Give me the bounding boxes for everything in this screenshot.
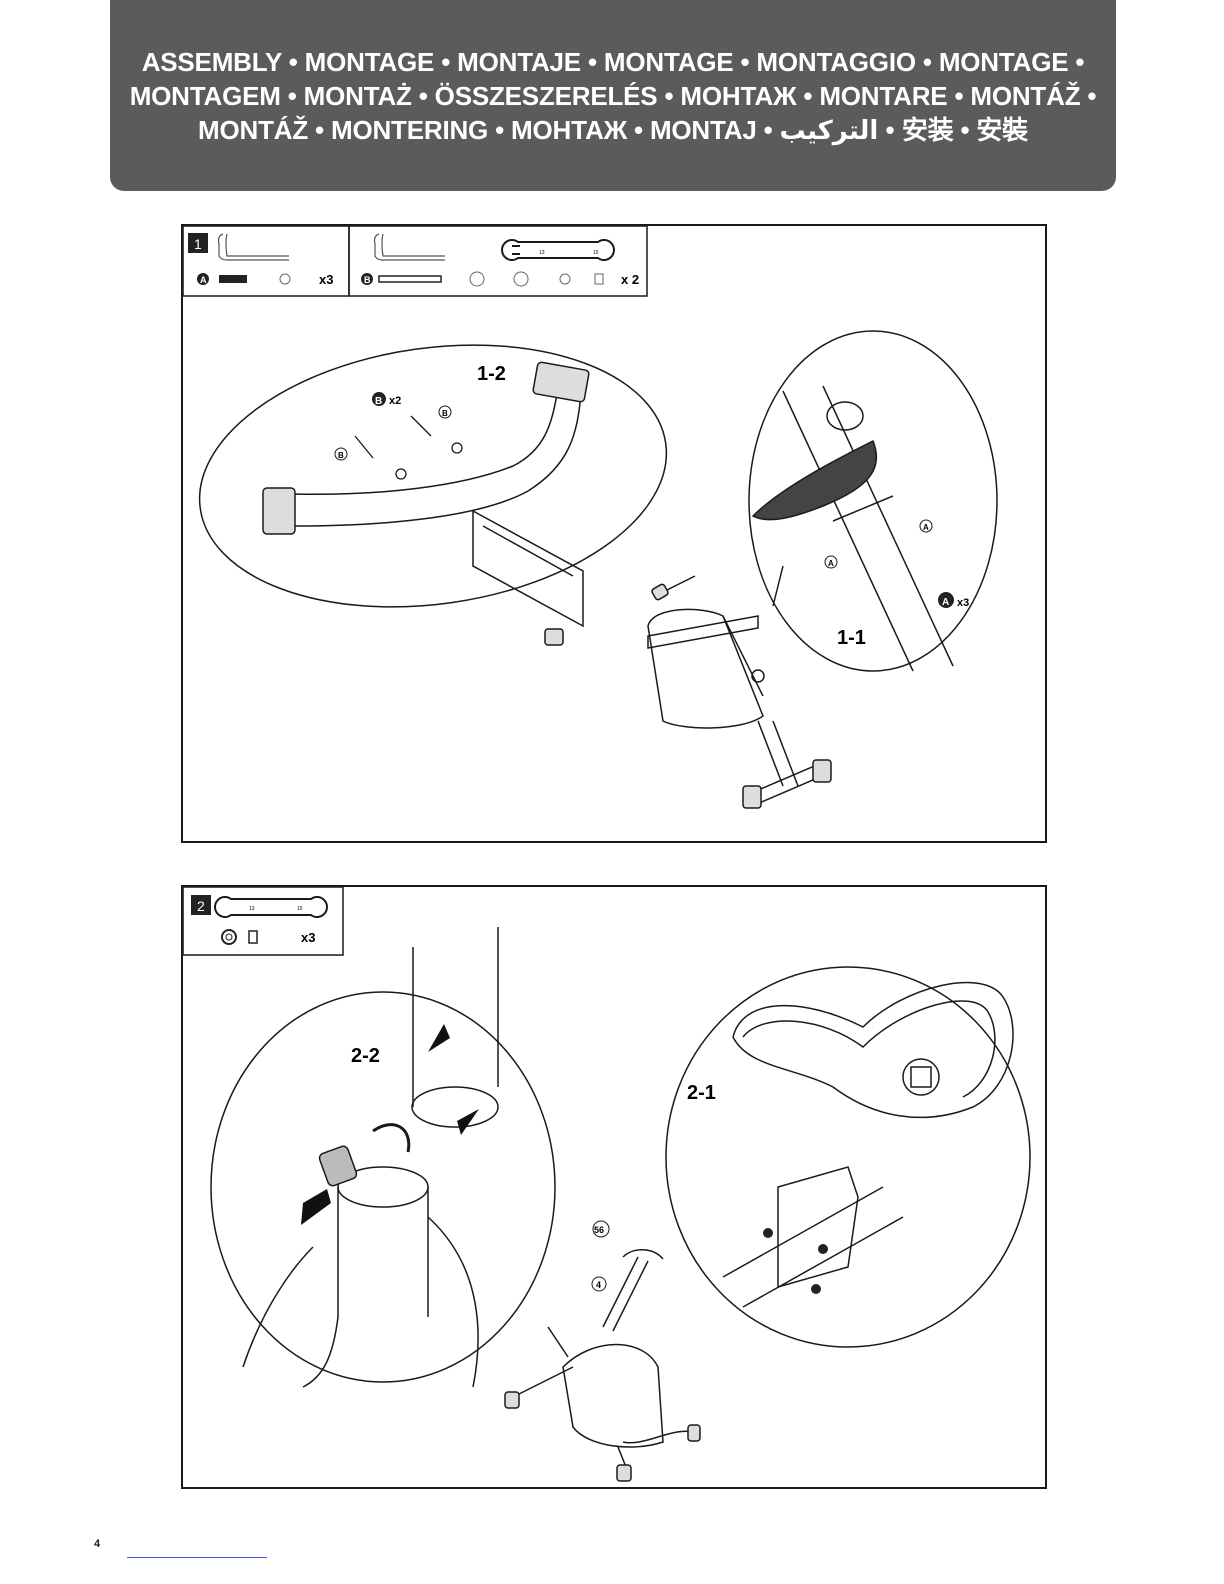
nut-icon	[595, 274, 603, 284]
allen-key-icon	[219, 234, 290, 260]
saddle-drawing	[723, 983, 1013, 1307]
parts-box-b	[349, 226, 647, 296]
detail-b-letter: B	[338, 451, 344, 460]
detail-a-letter: A	[923, 523, 929, 532]
callout-2-1-label: 2-1	[687, 1082, 716, 1104]
detail-2-1-callout	[666, 967, 1030, 1347]
detail-a-letter: A	[828, 559, 834, 568]
step-1-panel: 1 13 15 A x3 B x 2 1-2	[181, 224, 1047, 843]
washer-icon	[222, 930, 236, 944]
washer-hole-icon	[226, 934, 232, 940]
bike-frame-drawing	[545, 566, 831, 808]
seatpost-knob-drawing	[243, 927, 498, 1387]
arrow-up-icon	[428, 1024, 450, 1052]
callout-1-1-qty: x3	[957, 597, 969, 609]
page-number: 4	[94, 1538, 100, 1550]
bike-frame-drawing	[505, 1250, 700, 1481]
step-2-part-qty: x3	[301, 930, 315, 945]
detail-b-letter: B	[442, 409, 448, 418]
step-1-illustration: 1 13 15 A x3 B x 2 1-2	[183, 226, 1049, 845]
washer-icon	[470, 272, 484, 286]
callout-1-1-letter: A	[942, 597, 949, 608]
wrench-size-13: 13	[249, 906, 255, 912]
part-b-letter: B	[364, 275, 371, 285]
callout-1-2-letter: B	[375, 396, 382, 407]
detail-2-2-callout	[211, 992, 555, 1382]
part-a-letter: A	[200, 275, 207, 285]
nut-icon	[811, 1284, 821, 1294]
wrench-size-15: 15	[297, 906, 303, 912]
spring-washer-icon	[560, 274, 570, 284]
part-a-qty: x3	[319, 272, 333, 287]
washer-icon	[514, 272, 528, 286]
wrench-size-15: 15	[593, 250, 599, 256]
detail-1-2-callout	[183, 317, 684, 636]
seat-part-label: 56	[594, 1225, 604, 1235]
arrow-left-icon	[301, 1189, 331, 1225]
callout-1-2-label: 1-2	[477, 363, 506, 385]
wrench-icon	[215, 897, 327, 917]
footer-divider	[127, 1557, 267, 1558]
allen-key-icon	[375, 234, 446, 260]
nut-icon	[249, 931, 257, 943]
callout-1-1-label: 1-1	[837, 627, 866, 649]
nut-icon	[763, 1228, 773, 1238]
bolt-icon	[219, 275, 247, 283]
washer-icon	[280, 274, 290, 284]
long-bolt-icon	[379, 276, 441, 282]
assembly-header-banner: ASSEMBLY • MONTAGE • MONTAJE • MONTAGE •…	[110, 0, 1116, 191]
header-title-line-2: MONTAGEM • MONTAŻ • ÖSSZESZERELÉS • МОНТ…	[110, 79, 1116, 113]
arrow-down-icon	[457, 1109, 479, 1135]
header-title-line-3: MONTÁŽ • MONTERING • МОНТАЖ • MONTAJ • ا…	[110, 113, 1116, 147]
step-2-panel: 2 13 15 x3 2-2 2-1	[181, 885, 1047, 1489]
handlebar-drawing	[263, 362, 589, 626]
callout-2-2-label: 2-2	[351, 1045, 380, 1067]
step-1-number: 1	[194, 236, 202, 252]
callout-1-2-qty: x2	[389, 395, 401, 407]
step-2-illustration: 2 13 15 x3 2-2 2-1	[183, 887, 1049, 1491]
post-part-label: 4	[596, 1280, 601, 1290]
bolt-b-drawing	[355, 416, 462, 479]
header-title-line-1: ASSEMBLY • MONTAGE • MONTAJE • MONTAGE •…	[110, 45, 1116, 79]
nut-icon	[818, 1244, 828, 1254]
part-b-qty: x 2	[621, 272, 639, 287]
step-2-number: 2	[197, 898, 205, 914]
wrench-size-13: 13	[539, 250, 545, 256]
